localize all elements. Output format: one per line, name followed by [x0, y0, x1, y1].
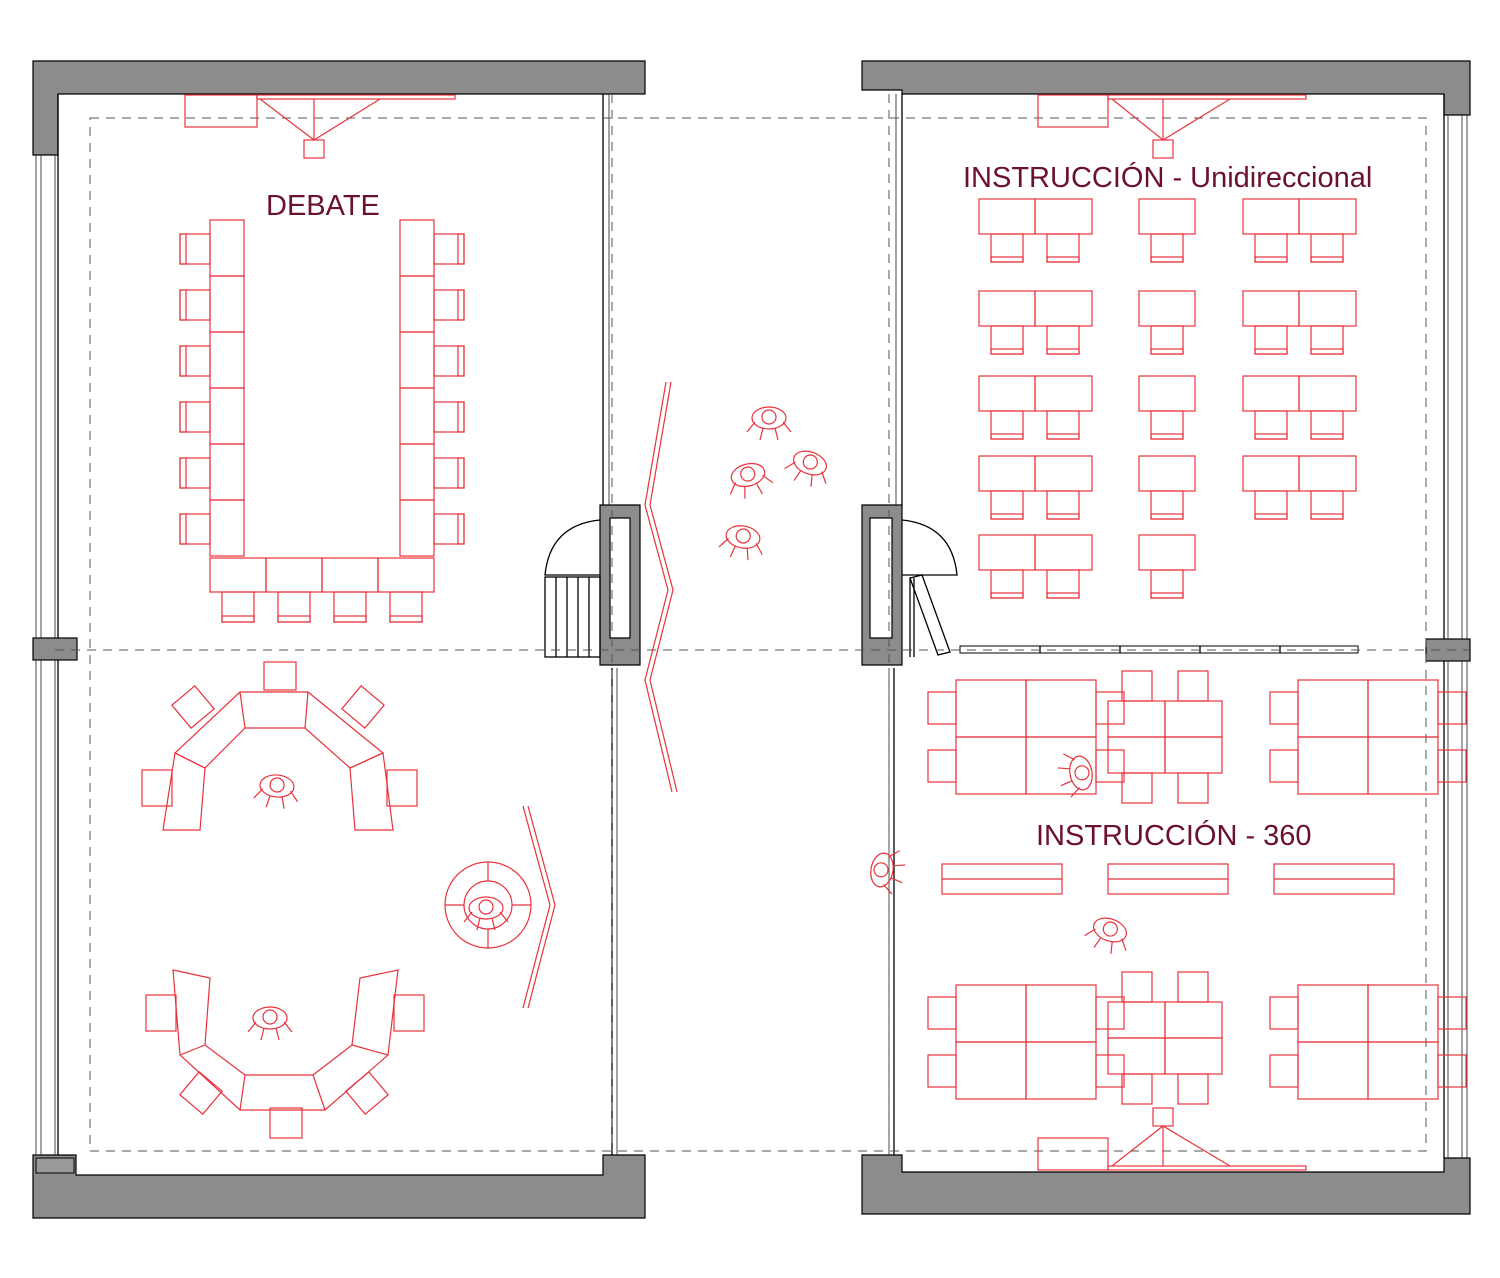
- desk-pair: [978, 455, 1093, 520]
- debate-table-segment: [265, 557, 323, 593]
- debate-table-segment: [399, 219, 435, 277]
- person-figure: [247, 1006, 293, 1041]
- debate-table-segment: [209, 219, 245, 277]
- bench: [1273, 863, 1395, 895]
- debate-table-segment: [209, 387, 245, 445]
- chair: [433, 513, 465, 545]
- debate-table-segment: [209, 499, 245, 557]
- chair: [179, 513, 211, 545]
- person-figure: [463, 896, 509, 931]
- desk-single: [1138, 534, 1196, 599]
- group-table: [1107, 971, 1223, 1105]
- person-figure: [870, 850, 906, 895]
- person-figure: [729, 462, 774, 499]
- chair: [333, 591, 367, 623]
- desk-pair: [1242, 198, 1357, 263]
- debate-table-segment: [209, 331, 245, 389]
- label-instruccion-360: INSTRUCCIÓN - 360: [1036, 819, 1312, 852]
- chair: [221, 591, 255, 623]
- debate-table-segment: [321, 557, 379, 593]
- chair: [433, 289, 465, 321]
- debate-table-segment: [399, 499, 435, 557]
- dashed-reference-lines: [55, 94, 1470, 1152]
- debate-table-segment: [209, 275, 245, 333]
- chair: [179, 345, 211, 377]
- desk-single: [1138, 198, 1196, 263]
- projector-screens: [184, 94, 1307, 1171]
- desk-pair: [1242, 375, 1357, 440]
- people-figures: [247, 406, 1128, 1041]
- person-figure: [253, 774, 299, 809]
- right-room-walls: [861, 60, 1471, 1215]
- desk-pair: [1242, 290, 1357, 355]
- debate-table-segment: [209, 557, 267, 593]
- debate-table-segment: [399, 331, 435, 389]
- chair: [433, 457, 465, 489]
- desk-single: [1138, 375, 1196, 440]
- desk-pair: [1242, 455, 1357, 520]
- label-debate: DEBATE: [266, 190, 380, 222]
- group-table: [927, 679, 1125, 795]
- label-instruccion-unidireccional: INSTRUCCIÓN - Unidireccional: [963, 161, 1372, 194]
- debate-table-segment: [399, 275, 435, 333]
- chair: [389, 591, 423, 623]
- left-room-walls: [32, 60, 646, 1219]
- debate-table-layout: [179, 219, 465, 623]
- person-figure: [784, 450, 828, 487]
- debate-table-segment: [399, 387, 435, 445]
- person-figure: [746, 406, 792, 441]
- semicircle-table-clusters: [141, 381, 678, 1139]
- group-table: [1107, 670, 1223, 804]
- chair: [433, 345, 465, 377]
- group-table: [1269, 984, 1467, 1100]
- chair: [277, 591, 311, 623]
- unidirectional-desks: [978, 198, 1357, 599]
- person-figure: [718, 525, 763, 561]
- chair: [433, 233, 465, 265]
- chair: [179, 401, 211, 433]
- desk-pair: [978, 198, 1093, 263]
- person-figure: [1057, 753, 1093, 798]
- chair: [179, 457, 211, 489]
- person-figure: [1084, 917, 1128, 954]
- chair: [179, 289, 211, 321]
- debate-table-segment: [399, 443, 435, 501]
- desk-pair: [978, 290, 1093, 355]
- group-desks-360: [927, 670, 1467, 1105]
- desk-single: [1138, 290, 1196, 355]
- group-table: [1269, 679, 1467, 795]
- chair: [433, 401, 465, 433]
- bench: [1107, 863, 1229, 895]
- desk-pair: [978, 534, 1093, 599]
- debate-table-segment: [209, 443, 245, 501]
- bench: [941, 863, 1063, 895]
- debate-table-segment: [377, 557, 435, 593]
- chair: [179, 233, 211, 265]
- desk-pair: [978, 375, 1093, 440]
- group-table: [927, 984, 1125, 1100]
- desk-single: [1138, 455, 1196, 520]
